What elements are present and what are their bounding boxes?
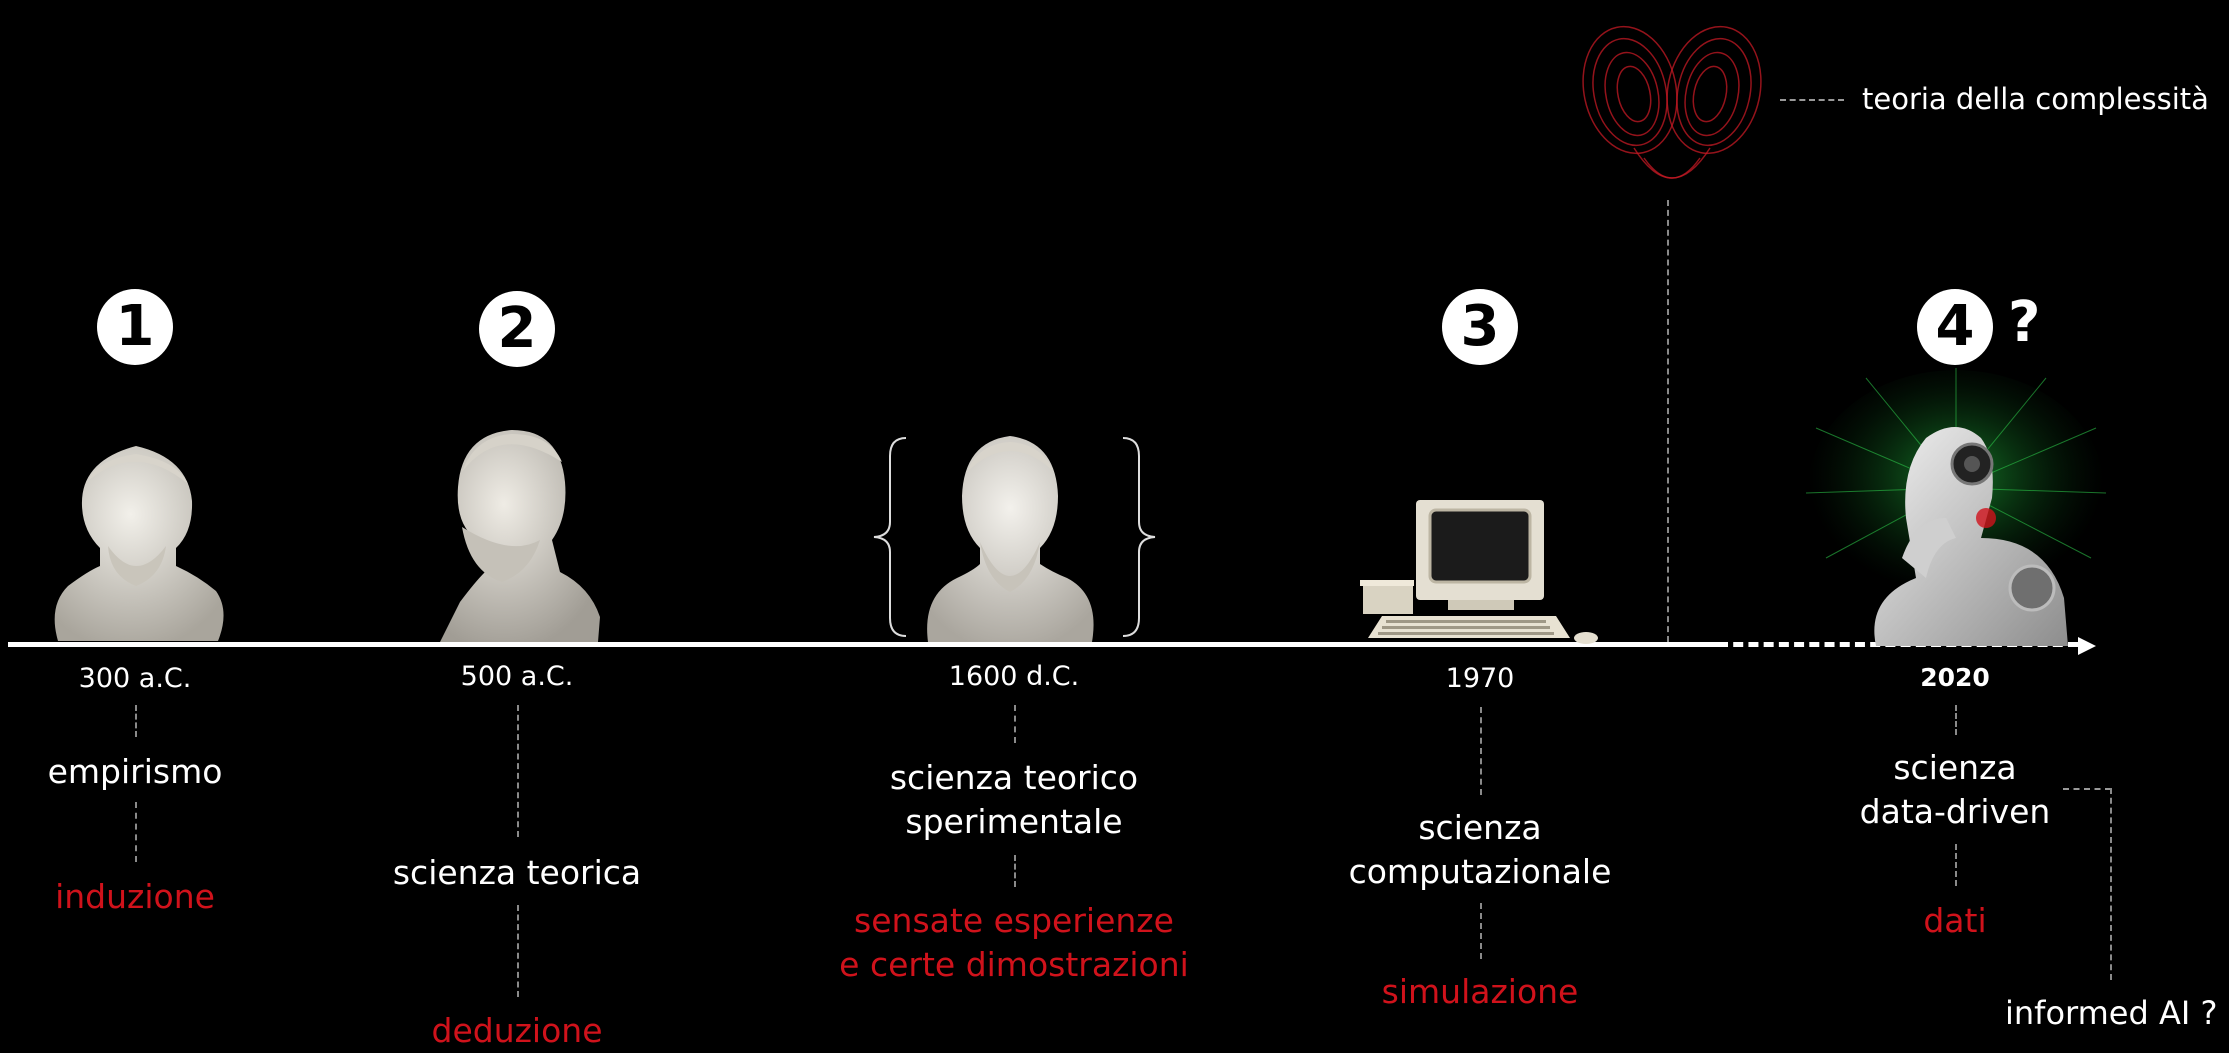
era-3-year: 1970 xyxy=(1445,663,1515,694)
era-4-method: dati xyxy=(1923,901,1987,940)
era-galileo-concept-line1: scienza teorico xyxy=(889,758,1139,797)
retro-computer-icon xyxy=(1360,500,1598,644)
robot-thinker-icon xyxy=(1805,368,2107,646)
era-4-badge: 4 xyxy=(1917,289,1993,365)
informed-ai-leader-horizontal xyxy=(2063,788,2111,790)
era-2-connector-method xyxy=(517,905,519,997)
era-1-badge: 1 xyxy=(97,289,173,365)
era-galileo-concept-line2: sperimentale xyxy=(905,802,1123,841)
era-3-concept-line1: scienza xyxy=(1418,808,1542,847)
complexity-connector xyxy=(1667,200,1669,642)
era-4-year: 2020 xyxy=(1920,663,1990,692)
era-2-method: deduzione xyxy=(431,1011,603,1050)
era-1-connector-method xyxy=(135,802,137,862)
era-1-connector xyxy=(135,705,137,737)
era-galileo-year: 1600 d.C. xyxy=(948,661,1080,692)
era-4-connector-method xyxy=(1955,844,1957,886)
pythagoras-bust-icon xyxy=(440,430,600,642)
left-brace-icon xyxy=(873,437,907,637)
era-3-connector-method xyxy=(1480,903,1482,959)
era-galileo-connector xyxy=(1014,705,1016,743)
era-1-concept: empirismo xyxy=(47,752,223,791)
complexity-leader-line xyxy=(1780,99,1844,101)
era-4-concept-line1: scienza xyxy=(1893,748,2017,787)
era-3-method: simulazione xyxy=(1381,972,1579,1011)
era-4-question-mark: ? xyxy=(2008,290,2041,355)
era-1-year: 300 a.C. xyxy=(78,663,192,694)
era-3-badge: 3 xyxy=(1442,289,1518,365)
timeline-line xyxy=(8,642,1718,647)
era-4-concept-line2: data-driven xyxy=(1859,792,2051,831)
lorenz-attractor-icon xyxy=(1582,25,1762,179)
era-2-concept: scienza teorica xyxy=(392,853,642,892)
era-3-concept-line2: computazionale xyxy=(1348,852,1612,891)
era-2-badge: 2 xyxy=(479,291,555,367)
right-brace-icon xyxy=(1122,437,1156,637)
aristotle-bust-icon xyxy=(54,446,224,641)
informed-ai-leader-vertical xyxy=(2110,788,2112,980)
era-2-year: 500 a.C. xyxy=(460,661,574,692)
era-3-connector xyxy=(1480,707,1482,795)
complexity-label: teoria della complessità xyxy=(1862,82,2209,116)
era-1-method: induzione xyxy=(55,877,215,916)
era-galileo-method-line2: e certe dimostrazioni xyxy=(839,945,1189,984)
era-2-connector xyxy=(517,705,519,837)
informed-ai-label: informed AI ? xyxy=(2005,994,2218,1032)
era-galileo-connector-method xyxy=(1014,855,1016,887)
era-galileo-method-line1: sensate esperienze xyxy=(854,901,1174,940)
era-4-connector xyxy=(1955,705,1957,735)
timeline-arrowhead xyxy=(2078,637,2096,655)
galileo-bust-icon xyxy=(927,436,1094,642)
